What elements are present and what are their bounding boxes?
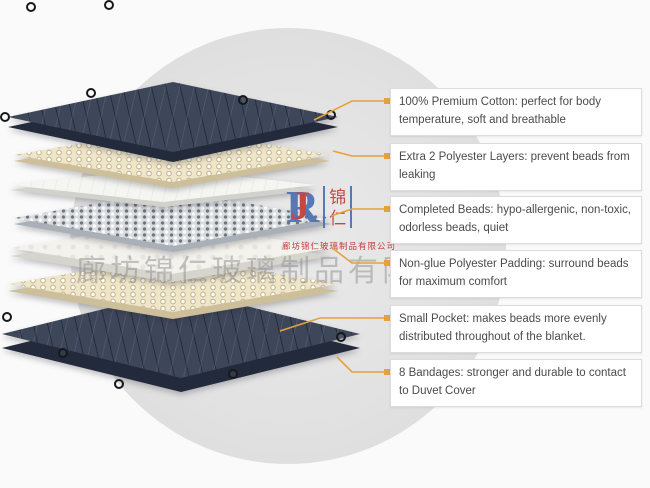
corner-loop-icon — [104, 0, 114, 10]
layer-beads — [14, 190, 332, 253]
corner-loop-icon — [2, 312, 12, 322]
callout-bandages: 8 Bandages: stronger and durable to cont… — [390, 359, 642, 407]
layer-inner-liner — [10, 168, 316, 208]
brand-logo: J R 锦 仁 — [280, 180, 356, 233]
logo-letter-j: J — [290, 183, 310, 228]
logo-divider — [350, 186, 353, 228]
corner-loop-icon — [228, 369, 238, 379]
callout-small-pocket: Small Pocket: makes beads more evenly di… — [390, 305, 642, 353]
callout-polyester-layers: Extra 2 Polyester Layers: prevent beads … — [390, 143, 642, 191]
corner-loop-icon — [0, 112, 10, 122]
logo-characters: 锦 仁 — [329, 187, 346, 230]
callout-premium-cotton: 100% Premium Cotton: perfect for body te… — [390, 88, 642, 136]
corner-loop-icon — [26, 2, 36, 12]
corner-loop-icon — [114, 379, 124, 389]
layer-top-cover-face — [8, 82, 338, 152]
corner-loop-icon — [58, 348, 68, 358]
logo-subtext: 廊坊锦仁玻璃制品有限公司 — [282, 241, 397, 251]
corner-loop-icon — [326, 110, 336, 120]
logo-character-2: 仁 — [329, 209, 347, 229]
corner-loop-icon — [238, 95, 248, 105]
callout-completed-beads: Completed Beads: hypo-allergenic, non-to… — [390, 196, 642, 244]
logo-character-1: 锦 — [329, 188, 347, 207]
corner-loop-icon — [86, 88, 96, 98]
layer-polyester-bottom — [8, 256, 338, 320]
corner-loop-icon — [336, 332, 346, 342]
logo-divider — [323, 186, 326, 228]
logo-letter-r: R — [286, 181, 320, 232]
callout-polyester-padding: Non-glue Polyester Padding: surround bea… — [390, 250, 642, 298]
layer-top-cover — [8, 82, 338, 164]
